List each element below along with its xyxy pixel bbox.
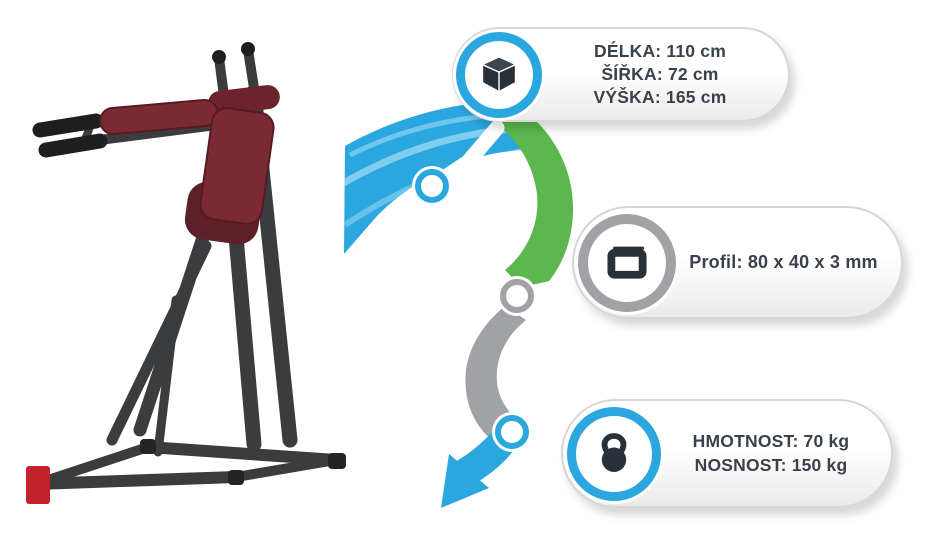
dip-handle-grips [32, 113, 108, 158]
profile-icon [607, 246, 647, 279]
node-dimensions [415, 169, 449, 203]
profile-text: Profil: 80 x 40 x 3 mm [676, 251, 901, 275]
grip-caps [212, 42, 255, 64]
weight-value: HMOTNOST: 70 kg [692, 431, 850, 452]
spec-callout-profile: Profil: 80 x 40 x 3 mm [572, 206, 903, 319]
brand-label [26, 466, 50, 504]
profile-value: Profil: 80 x 40 x 3 mm [689, 251, 878, 272]
length-value: DÉLKA: 110 cm [594, 40, 726, 61]
machine-image [26, 42, 346, 504]
dimensions-text: DÉLKA: 110 cm ŠÍŘKA: 72 cm VÝŠKA: 165 cm [542, 40, 788, 109]
arc-nodes [412, 166, 537, 452]
arc-segment-gray [465, 306, 526, 442]
weight-text: HMOTNOST: 70 kg NOSNOST: 150 kg [661, 430, 891, 476]
spec-callout-dimensions: DÉLKA: 110 cm ŠÍŘKA: 72 cm VÝŠKA: 165 cm [452, 27, 790, 122]
spec-callout-weight: HMOTNOST: 70 kg NOSNOST: 150 kg [561, 399, 893, 508]
dimensions-badge [456, 31, 542, 118]
height-value: VÝŠKA: 165 cm [593, 87, 727, 108]
weight-badge [567, 406, 661, 501]
node-profile [500, 279, 534, 313]
node-weight [495, 415, 529, 449]
back-pad [199, 107, 275, 225]
dimensions-icon [482, 57, 516, 91]
capacity-value: NOSNOST: 150 kg [694, 454, 848, 475]
arc-arrowhead [441, 454, 489, 508]
profile-badge [578, 213, 676, 312]
weight-icon [601, 432, 627, 472]
width-value: ŠÍŘKA: 72 cm [601, 63, 719, 84]
arc-segment-green [484, 94, 574, 298]
